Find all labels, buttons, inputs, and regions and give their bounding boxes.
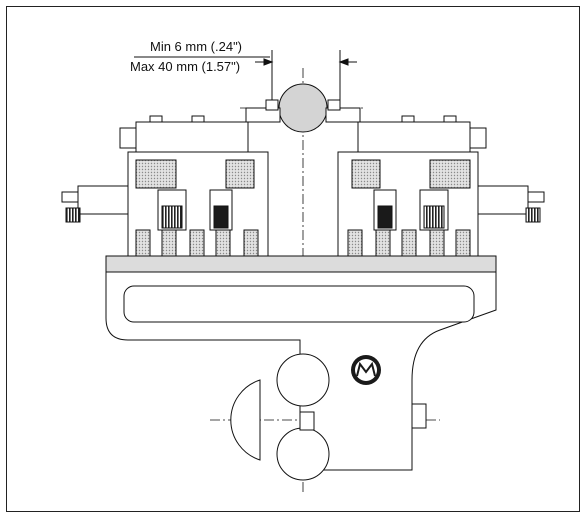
bottom-rollers [230,353,330,481]
right-gauge-head [325,99,545,257]
base-plate [105,255,497,273]
mitutoyo-logo-icon [351,355,381,385]
max-dimension-label: Max 40 mm (1.57") [130,59,241,74]
left-gauge-head [61,99,281,257]
workpiece-ball [278,83,328,133]
min-dimension-label: Min 6 mm (.24") [150,39,243,54]
dimension-lines [134,50,357,100]
